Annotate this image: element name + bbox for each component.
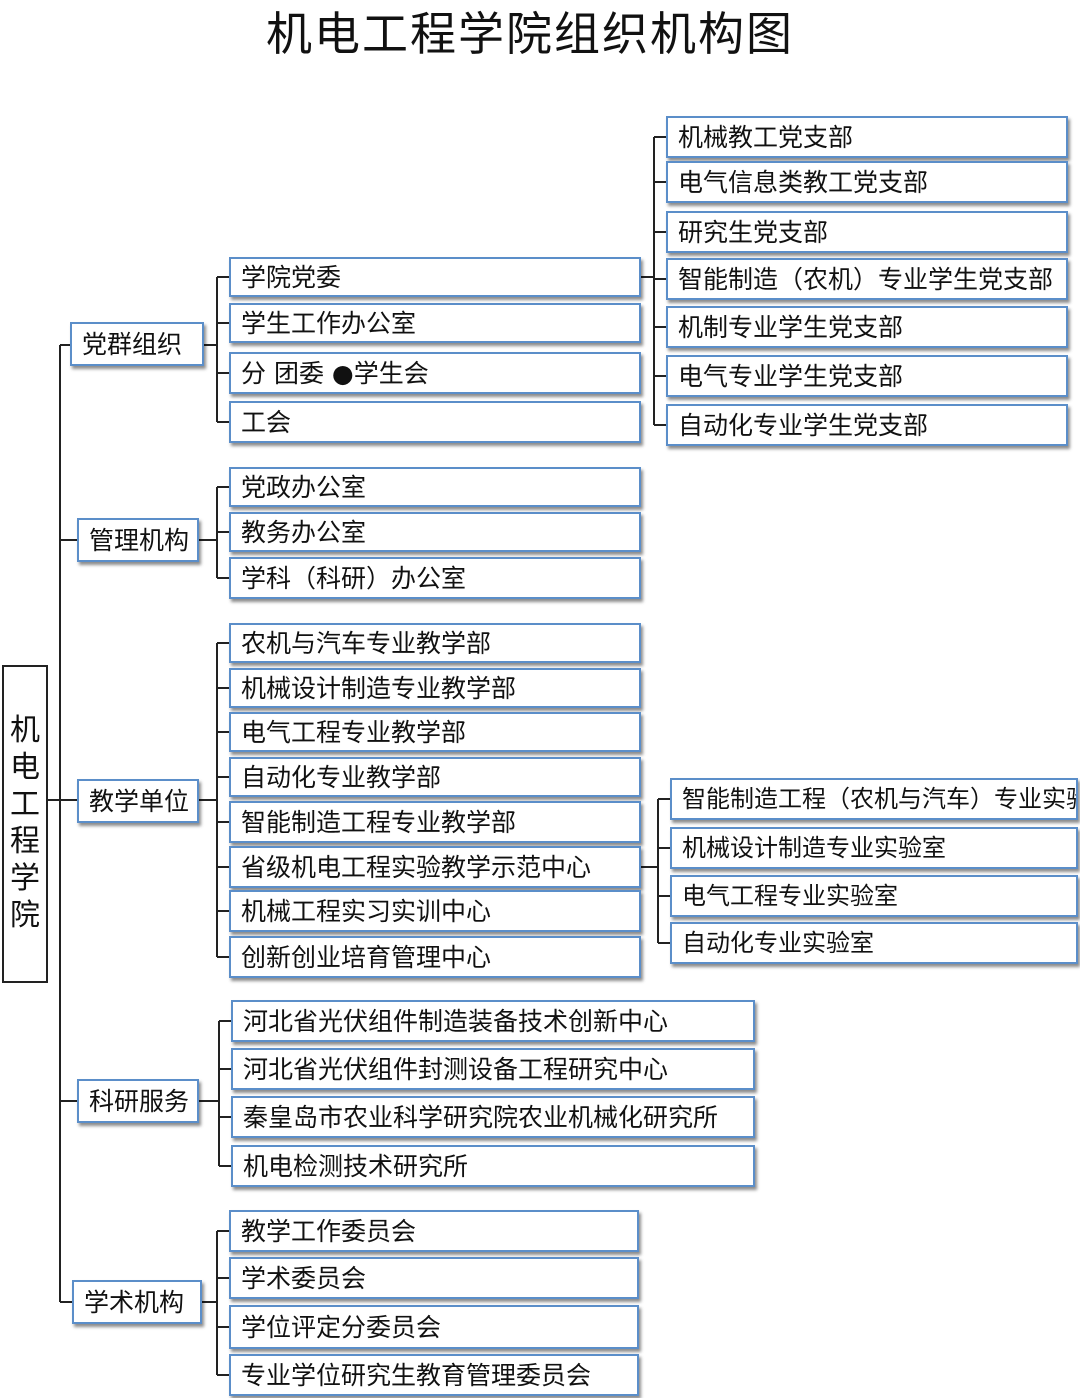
unit-box: 河北省光伏组件制造装备技术创新中心 — [231, 1000, 755, 1042]
category-box: 党群组织 — [70, 322, 204, 366]
unit-box-label: 学生工作办公室 — [241, 308, 417, 338]
sub-unit-box-label: 智能制造（农机）专业学生党支部 — [678, 264, 1054, 294]
unit-box-label: 专业学位研究生教育管理委员会 — [241, 1360, 592, 1390]
unit-box: 机械设计制造专业教学部 — [229, 668, 641, 708]
category-box-label: 学术机构 — [84, 1287, 185, 1317]
unit-box: 学生工作办公室 — [229, 303, 641, 343]
root-char: 工 — [10, 787, 40, 822]
unit-box-label: 创新创业培育管理中心 — [241, 942, 492, 972]
unit-box: 学位评定分委员会 — [229, 1305, 639, 1349]
unit-box-label: 机械设计制造专业教学部 — [241, 673, 517, 703]
sub-unit-box-label: 机械设计制造专业实验室 — [682, 834, 946, 862]
unit-box-label: 学科（科研）办公室 — [241, 563, 467, 593]
root-char: 院 — [10, 898, 40, 933]
sub-unit-box: 机械设计制造专业实验室 — [670, 827, 1078, 869]
sub-unit-box: 智能制造工程（农机与汽车）专业实验室 — [670, 778, 1078, 820]
category-box-label: 管理机构 — [89, 525, 190, 555]
sub-unit-box-label: 电气工程专业实验室 — [682, 882, 898, 910]
unit-box-label: 学术委员会 — [241, 1263, 367, 1293]
unit-box-label: 机电检测技术研究所 — [243, 1151, 469, 1181]
unit-box-label: 分 团委 ●学生会 — [241, 358, 429, 388]
unit-box: 机械工程实习实训中心 — [229, 890, 641, 932]
unit-box: 学术委员会 — [229, 1257, 639, 1299]
category-box-label: 教学单位 — [89, 786, 190, 816]
sub-unit-box-label: 智能制造工程（农机与汽车）专业实验室 — [682, 785, 1078, 813]
unit-box-label: 教务办公室 — [241, 517, 367, 547]
unit-box: 创新创业培育管理中心 — [229, 936, 641, 978]
unit-box-label: 工会 — [241, 407, 292, 437]
category-box: 管理机构 — [77, 518, 199, 562]
sub-unit-box-label: 电气专业学生党支部 — [678, 361, 904, 391]
category-box-label: 党群组织 — [82, 329, 183, 359]
category-box: 科研服务 — [77, 1079, 199, 1123]
unit-box-label: 党政办公室 — [241, 472, 367, 502]
page-title: 机电工程学院组织机构图 — [266, 7, 794, 61]
sub-unit-box-label: 机制专业学生党支部 — [678, 312, 904, 342]
unit-box: 自动化专业教学部 — [229, 757, 641, 797]
unit-box-label: 农机与汽车专业教学部 — [241, 628, 492, 658]
unit-box: 党政办公室 — [229, 467, 641, 507]
sub-unit-box: 电气工程专业实验室 — [670, 875, 1078, 917]
unit-box: 教务办公室 — [229, 512, 641, 552]
unit-box-label: 河北省光伏组件制造装备技术创新中心 — [243, 1006, 669, 1036]
unit-box-label: 学位评定分委员会 — [241, 1312, 442, 1342]
unit-box-label: 秦皇岛市农业科学研究院农业机械化研究所 — [243, 1102, 719, 1132]
unit-box: 机电检测技术研究所 — [231, 1145, 755, 1187]
unit-box-label: 自动化专业教学部 — [241, 762, 442, 792]
sub-unit-box-label: 机械教工党支部 — [678, 122, 854, 152]
category-box: 教学单位 — [77, 779, 199, 823]
sub-unit-box-label: 自动化专业学生党支部 — [678, 410, 929, 440]
unit-box: 河北省光伏组件封测设备工程研究中心 — [231, 1048, 755, 1090]
unit-box: 学院党委 — [229, 257, 641, 297]
root-char: 电 — [10, 750, 40, 785]
sub-unit-box-label: 电气信息类教工党支部 — [678, 167, 929, 197]
sub-unit-box: 机制专业学生党支部 — [666, 306, 1068, 348]
sub-unit-box-label: 自动化专业实验室 — [682, 929, 874, 957]
unit-box-label: 电气工程专业教学部 — [241, 717, 467, 747]
sub-unit-box: 自动化专业学生党支部 — [666, 404, 1068, 446]
root-node: 机电工程学院 — [2, 665, 48, 983]
unit-box: 农机与汽车专业教学部 — [229, 623, 641, 663]
unit-box: 电气工程专业教学部 — [229, 712, 641, 752]
unit-box: 学科（科研）办公室 — [229, 557, 641, 599]
unit-box: 秦皇岛市农业科学研究院农业机械化研究所 — [231, 1096, 755, 1138]
sub-unit-box: 电气信息类教工党支部 — [666, 161, 1068, 203]
unit-box: 分 团委 ●学生会 — [229, 352, 641, 394]
root-char: 学 — [10, 861, 40, 896]
sub-unit-box-label: 研究生党支部 — [678, 217, 829, 247]
unit-box: 省级机电工程实验教学示范中心 — [229, 846, 641, 888]
unit-box-label: 省级机电工程实验教学示范中心 — [241, 852, 592, 882]
unit-box: 智能制造工程专业教学部 — [229, 801, 641, 843]
sub-unit-box: 研究生党支部 — [666, 211, 1068, 253]
unit-box-label: 教学工作委员会 — [241, 1216, 417, 1246]
sub-unit-box: 自动化专业实验室 — [670, 922, 1078, 964]
unit-box-label: 机械工程实习实训中心 — [241, 896, 492, 926]
sub-unit-box: 机械教工党支部 — [666, 116, 1068, 158]
unit-box-label: 智能制造工程专业教学部 — [241, 807, 517, 837]
unit-box-label: 河北省光伏组件封测设备工程研究中心 — [243, 1054, 669, 1084]
category-box: 学术机构 — [72, 1280, 202, 1324]
unit-box: 教学工作委员会 — [229, 1210, 639, 1252]
category-box-label: 科研服务 — [89, 1086, 190, 1116]
root-char: 程 — [10, 824, 40, 859]
unit-box: 工会 — [229, 401, 641, 443]
unit-box-label: 学院党委 — [241, 262, 342, 292]
root-char: 机 — [10, 713, 40, 748]
sub-unit-box: 智能制造（农机）专业学生党支部 — [666, 258, 1068, 300]
unit-box: 专业学位研究生教育管理委员会 — [229, 1354, 639, 1396]
sub-unit-box: 电气专业学生党支部 — [666, 355, 1068, 397]
